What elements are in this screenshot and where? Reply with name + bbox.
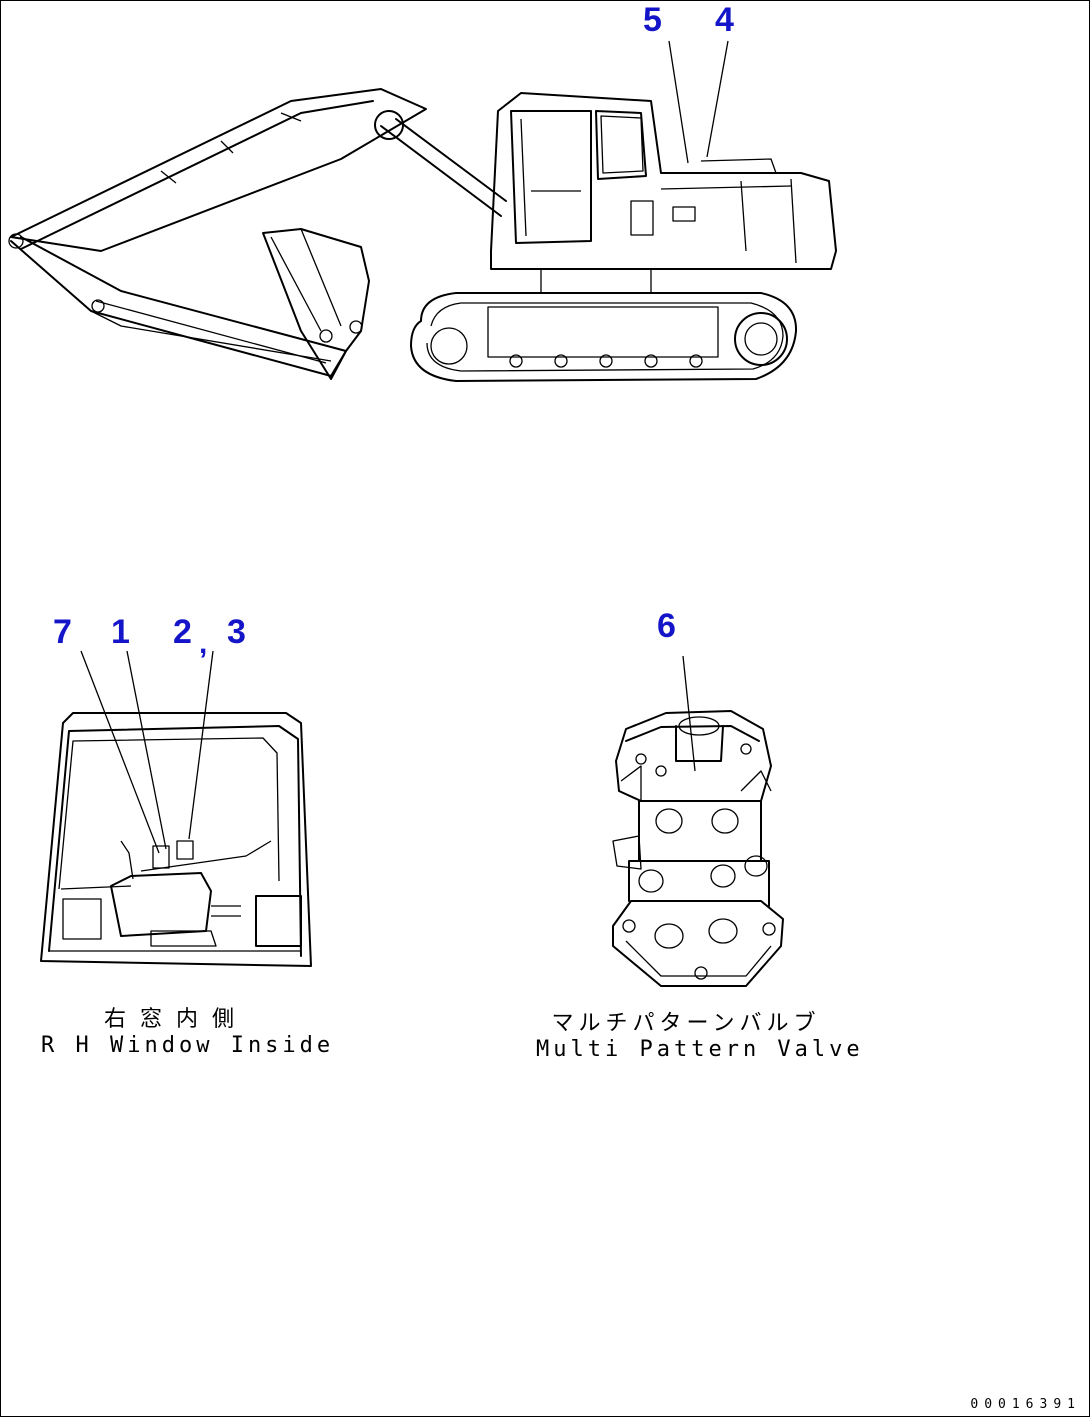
- cab-window-drawing: [40, 712, 312, 967]
- callout-6: 6: [657, 607, 676, 645]
- caption-valve-jp: マルチパターンバルブ: [551, 1011, 821, 1036]
- callout-3: 3: [227, 613, 246, 651]
- caption-window-en: R H Window Inside: [41, 1033, 335, 1058]
- caption-valve-en: Multi Pattern Valve: [536, 1037, 864, 1062]
- document-id: 00016391: [970, 1397, 1081, 1412]
- callout-4: 4: [715, 1, 734, 39]
- callout-separator: ,: [199, 627, 208, 660]
- callout-2: 2: [173, 613, 192, 651]
- valve-drawing: [612, 710, 784, 987]
- callout-1: 1: [111, 613, 130, 651]
- excavator-drawing: [8, 88, 837, 382]
- callout-7: 7: [53, 613, 72, 651]
- callout-5: 5: [643, 1, 662, 39]
- caption-window-jp: 右窓内側: [103, 1007, 248, 1032]
